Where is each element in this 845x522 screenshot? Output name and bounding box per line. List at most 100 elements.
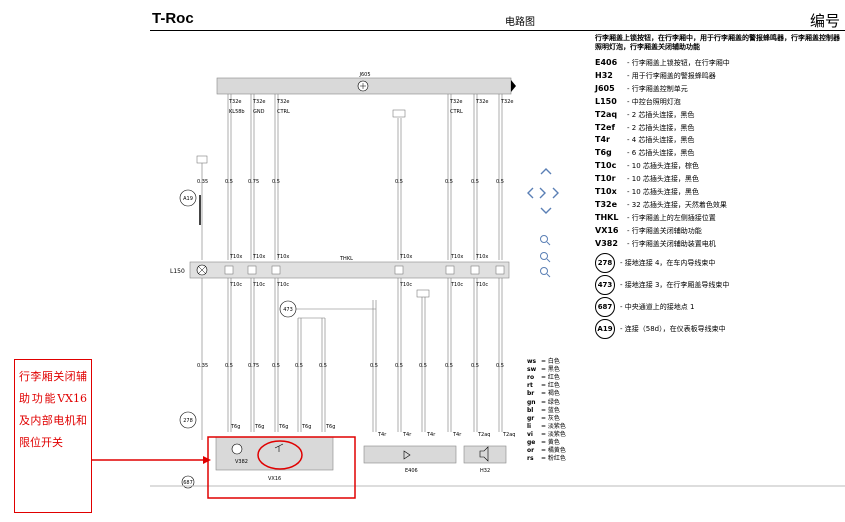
connection-legend-item: 687- 中央通道上的接地点 1: [595, 296, 694, 317]
legend-item: T2aq- 2 芯插头连接，黑色: [595, 109, 694, 121]
svg-text:T4r: T4r: [426, 432, 436, 438]
e406-button-housing: [363, 445, 457, 464]
ground-278-marker: [179, 411, 197, 429]
svg-text:T2aq: T2aq: [477, 432, 490, 438]
svg-text:0.35: 0.35: [197, 363, 208, 369]
svg-text:T4r: T4r: [402, 432, 412, 438]
annotation-arrow-icon: [203, 456, 211, 464]
legend-item: T4r- 4 芯插头连接，黑色: [595, 134, 694, 146]
zoom-in-icon[interactable]: [540, 235, 548, 243]
zoom-fit-icon[interactable]: [540, 267, 548, 275]
svg-text:T10c: T10c: [475, 282, 488, 288]
pan-left-icon[interactable]: [527, 187, 534, 199]
j605-pin-labels: T32e KL58b T32e GND T32e CTRL T32e CTRL …: [228, 99, 514, 115]
upper-wire-sizes: 0.5 0.75 0.5 0.5 0.5 0.5 0.5 0.35: [197, 179, 504, 185]
pan-down-icon[interactable]: [540, 207, 552, 214]
wire-color-code: ge: [527, 439, 536, 446]
wire-color-item: ro = 红色: [527, 374, 560, 382]
v382-label: V382: [235, 459, 248, 465]
svg-text:0.5: 0.5: [496, 363, 504, 369]
legend-item: E406- 行李厢盖上锁按钮，在行李厢中: [595, 57, 730, 69]
wire-color-desc: = 淡紫色: [541, 430, 566, 438]
h32-label: H32: [480, 468, 490, 474]
svg-text:T6g: T6g: [301, 424, 311, 430]
wire-color-item: br= 褐色: [527, 390, 560, 398]
legend-item: T32e- 32 芯插头连接，天然着色效果: [595, 199, 727, 211]
a19-marker: [179, 189, 197, 207]
pan-right-icon[interactable]: [552, 187, 559, 199]
legend-item: T2ef- 2 芯插头连接，黑色: [595, 122, 694, 134]
legend-item: J605- 行李厢盖控制单元: [595, 83, 688, 95]
connection-id-badge: A19: [595, 318, 615, 339]
legend-code: VX16: [595, 225, 619, 235]
wire-color-desc: = 绿色: [541, 398, 560, 406]
header-divider: [150, 30, 845, 31]
svg-text:T2aq: T2aq: [502, 432, 515, 438]
svg-text:0.5: 0.5: [496, 179, 504, 185]
legend-code: T32e: [595, 199, 618, 209]
lamp-cross-icon: [198, 266, 206, 274]
wire-color-desc: = 粉红色: [541, 455, 566, 463]
wire-color-desc: = 白色: [541, 358, 560, 365]
svg-text:T10c: T10c: [252, 282, 265, 288]
legend-code: T10c: [595, 161, 617, 171]
zoom-out-icon[interactable]: [540, 252, 548, 260]
legend-item: THKL- 行李厢盖上的左侧插接位置: [595, 212, 716, 224]
ground-473-marker: [279, 300, 297, 318]
ground-687-tag: [196, 155, 208, 164]
motor-icon: [231, 443, 243, 455]
connection-desc: - 接地连接 4，在车内导线束中: [620, 258, 716, 267]
svg-text:T10c: T10c: [450, 282, 463, 288]
svg-text:0.5: 0.5: [445, 179, 453, 185]
thkl-label: THKL: [339, 256, 353, 262]
h32-pin-labels: T2aq T2aq: [477, 432, 515, 438]
thkl-terminals: [224, 265, 505, 275]
wire-color-code: ro: [527, 374, 535, 382]
wire-color-code: gr: [527, 414, 535, 422]
legend-desc: - 行李厢盖上锁按钮，在行李厢中: [627, 59, 730, 67]
legend-item: T10r - 10 芯插头连接，黑色: [595, 173, 699, 185]
switch-symbol-icon: [403, 450, 411, 460]
svg-text:0.5: 0.5: [395, 363, 403, 369]
svg-text:0.5: 0.5: [225, 363, 233, 369]
number-label: 编号: [810, 12, 841, 30]
svg-text:0.5: 0.5: [225, 179, 233, 185]
legend-item: T6g- 6 芯插头连接，黑色: [595, 147, 694, 159]
diagram-title: 电路图: [505, 17, 535, 28]
wire-color-code: rs: [527, 455, 534, 463]
wire-color-code: ws: [527, 358, 537, 365]
pan-up-icon[interactable]: [540, 168, 552, 175]
vx16-pin-labels: T6g T6g T6g T6g T6g: [230, 424, 335, 430]
wire-color-desc: = 黑色: [541, 366, 560, 374]
legend-code: T10r: [595, 174, 616, 184]
legend-desc: - 行李厢盖控制单元: [627, 84, 688, 93]
thkl-pin-labels: T10x T10x T10x T10x T10x T10x T10c T10c …: [229, 254, 488, 288]
wire-color-item: vi= 淡紫色: [527, 431, 566, 439]
wire-color-desc: = 红色: [541, 374, 560, 382]
legend-desc: - 行李厢盖上的左侧插接位置: [627, 213, 716, 222]
wire-color-code: or: [527, 447, 535, 455]
legend-desc: - 行李厢盖关闭辅助功能: [627, 226, 702, 235]
wire-color-item: rt= 红色: [527, 382, 560, 390]
annotation-circle: [257, 440, 303, 470]
wire-color-desc: = 红色: [541, 382, 560, 390]
svg-text:T10x: T10x: [229, 254, 242, 260]
wire-color-desc: = 淡紫色: [541, 422, 566, 430]
legend-desc: - 2 芯插头连接，黑色: [627, 110, 695, 119]
legend-desc: - 10 芯插头连接，黑色: [627, 175, 699, 184]
rotate-left-icon[interactable]: [539, 187, 546, 199]
nav-controls: [527, 168, 559, 278]
legend-code: T10x: [595, 187, 617, 196]
wire-color-item: bl= 蓝色: [527, 407, 560, 415]
svg-text:GND: GND: [253, 109, 265, 115]
annotation-highlight-box: [207, 436, 356, 499]
wire-color-code: bl: [527, 406, 534, 414]
j605-label: J605: [358, 72, 370, 78]
svg-text:T32e: T32e: [449, 99, 463, 105]
legend-code: H32: [595, 70, 613, 80]
model-title: T-Roc: [152, 10, 194, 27]
svg-text:T6g: T6g: [278, 424, 288, 430]
wire-color-item: ge= 黄色: [527, 439, 560, 447]
svg-text:T10x: T10x: [450, 254, 463, 260]
svg-text:0.5: 0.5: [445, 363, 453, 369]
